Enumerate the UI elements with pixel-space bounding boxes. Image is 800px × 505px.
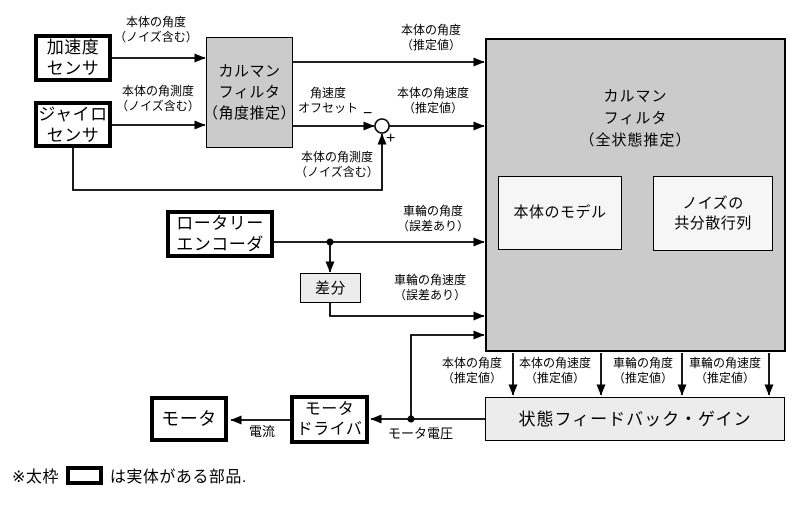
node-noise-covariance: ノイズの 共分散行列 (653, 176, 773, 251)
junction-dot-encoder (326, 238, 334, 246)
rotary-encoder-label-line1: ロータリー (176, 214, 264, 233)
label-wheel-rate-err-line2: （誤差あり） (393, 288, 466, 302)
label-wheel-angle-err-line2: （誤差あり） (396, 219, 469, 233)
label-current-text: 電流 (248, 424, 275, 439)
label-out-wheel-angle: 車輪の角度 （推定値） (601, 356, 685, 386)
label-motor-voltage: モータ電圧 (388, 426, 460, 441)
label-out-body-rate-line2: （推定値） (524, 371, 585, 385)
label-body-rate-noisy-line2: （ノイズ含む） (116, 99, 200, 113)
label-out-body-rate-line1: 本体の角速度 (518, 356, 591, 370)
gyro-sensor-label-line1: ジャイロ (38, 104, 108, 124)
label-wheel-rate-err-line1: 車輪の角速度 (393, 273, 466, 287)
label-out-wheel-rate-line2: （推定値） (694, 371, 755, 385)
accel-sensor-label-line1: 加速度 (46, 38, 100, 57)
label-body-rate-noisy-line1: 本体の角測度 (121, 84, 194, 98)
difference-label: 差分 (314, 279, 346, 297)
label-body-rate-est-line2: （推定値） (402, 101, 463, 115)
label-out-wheel-angle-line2: （推定値） (612, 371, 673, 385)
label-out-body-angle-line1: 本体の角度 (441, 356, 502, 370)
kalman-full-title-line1: カルマン (603, 88, 668, 105)
node-body-model: 本体のモデル (498, 176, 622, 250)
kalman-full-title: カルマン フィルタ （全状態推定） (485, 86, 786, 152)
noise-covariance-label-line1: ノイズの (682, 194, 744, 212)
label-rate-offset: 角速度 オフセット (296, 86, 360, 116)
label-out-wheel-rate: 車輪の角速度 （推定値） (679, 356, 771, 386)
motor-driver-label-line1: モータ (304, 400, 355, 418)
label-body-rate-noisy: 本体の角測度 （ノイズ含む） (106, 84, 210, 114)
edge-diff-to-kalman-full (329, 303, 485, 321)
node-motor: モータ (150, 396, 228, 442)
label-current: 電流 (246, 424, 278, 439)
label-body-angle-est-line2: （推定値） (400, 38, 461, 52)
edge-gyro-feedback-to-sum (72, 133, 387, 191)
label-body-rate-est: 本体の角速度 （推定値） (385, 86, 481, 116)
node-kalman-angle: カルマン フィルタ （角度推定） (203, 37, 297, 148)
label-body-angle-est-line1: 本体の角度 (400, 23, 461, 37)
connectors (72, 53, 774, 425)
plus-sign: + (386, 130, 396, 147)
label-wheel-angle-err-line1: 車輪の角度 (402, 204, 463, 218)
label-body-rate-noisy-feedback-line1: 本体の角測度 (300, 150, 373, 164)
legend-bold-box-glyph (65, 465, 103, 485)
rotary-encoder-label-line2: エンコーダ (176, 235, 264, 254)
label-body-rate-noisy-feedback-line2: （ノイズ含む） (295, 165, 379, 179)
edge-motor-voltage-to-kalman-full (410, 330, 485, 419)
label-out-wheel-angle-line1: 車輪の角度 (612, 356, 673, 370)
node-motor-driver: モータ ドライバ (290, 395, 369, 444)
label-body-angle-noisy-line1: 本体の角度 (125, 15, 186, 29)
gyro-sensor-label-line2: センサ (46, 125, 100, 145)
label-out-body-angle: 本体の角度 （推定値） (430, 356, 514, 386)
state-feedback-gain-label: 状態フィードバック・ゲイン (518, 409, 752, 429)
motor-driver-label-line2: ドライバ (296, 420, 363, 438)
label-body-rate-noisy-feedback: 本体の角測度 （ノイズ含む） (285, 150, 389, 180)
node-accel-sensor: 加速度 センサ (34, 34, 112, 82)
minus-sign: − (363, 105, 373, 122)
label-out-wheel-rate-line1: 車輪の角速度 (688, 356, 761, 370)
label-body-angle-est: 本体の角度 （推定値） (385, 23, 477, 53)
label-body-angle-noisy: 本体の角度 （ノイズ含む） (106, 15, 206, 45)
legend: ※太枠 は実体がある部品. (12, 463, 247, 487)
kalman-full-title-line2: フィルタ (603, 110, 668, 127)
label-body-angle-noisy-line2: （ノイズ含む） (114, 30, 198, 44)
summing-junction (374, 118, 390, 134)
noise-covariance-label-line2: 共分散行列 (674, 214, 752, 232)
motor-label: モータ (161, 408, 217, 429)
legend-prefix: ※太枠 (12, 469, 59, 486)
label-out-body-angle-line2: （推定値） (441, 371, 502, 385)
label-wheel-angle-err: 車輪の角度 （誤差あり） (387, 204, 479, 234)
label-motor-voltage-text: モータ電圧 (388, 426, 454, 441)
label-body-rate-est-line1: 本体の角速度 (396, 86, 469, 100)
kalman-angle-label-line1: カルマン (218, 63, 281, 80)
junction-dot-voltage (407, 415, 415, 423)
accel-sensor-label-line2: センサ (46, 59, 100, 78)
kalman-angle-label-line3: （角度推定） (203, 105, 297, 122)
node-rotary-encoder: ロータリー エンコーダ (166, 210, 274, 258)
kalman-full-title-line3: （全状態推定） (579, 132, 692, 149)
kalman-angle-label-line2: フィルタ (218, 84, 281, 101)
label-rate-offset-line2: オフセット (297, 101, 358, 115)
node-state-feedback-gain: 状態フィードバック・ゲイン (485, 397, 785, 441)
node-gyro-sensor: ジャイロ センサ (34, 101, 112, 148)
label-wheel-rate-err: 車輪の角速度 （誤差あり） (380, 273, 480, 303)
node-difference: 差分 (300, 273, 361, 303)
legend-suffix: は実体がある部品. (109, 469, 247, 486)
label-out-body-rate: 本体の角速度 （推定値） (509, 356, 601, 386)
label-rate-offset-line1: 角速度 (309, 86, 346, 100)
body-model-label: 本体のモデル (513, 204, 607, 221)
